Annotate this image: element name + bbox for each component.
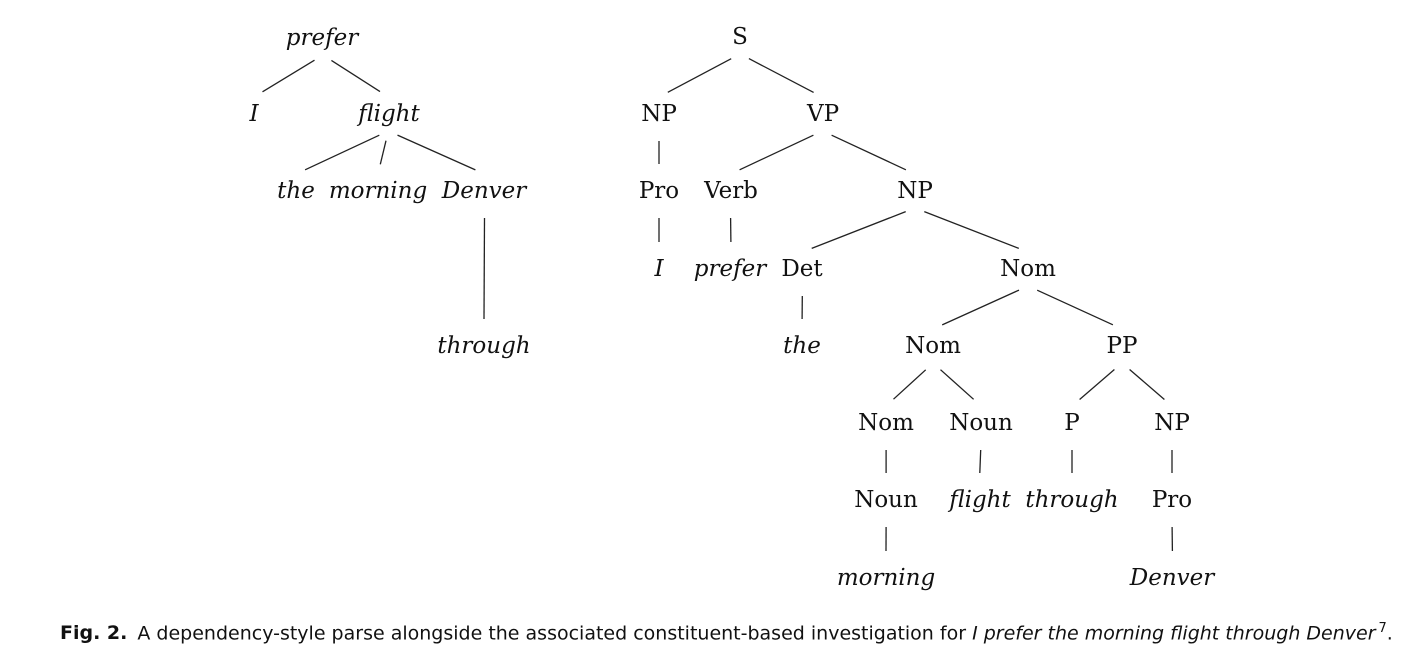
- con-word-morning: morning: [837, 565, 935, 591]
- dep-node-I: I: [248, 101, 259, 127]
- con-node-Noun: Noun: [854, 487, 918, 513]
- con-node-Verb: Verb: [703, 178, 758, 204]
- tree-edge-d_flight-d_morning: [379, 140, 387, 165]
- tree-edge-c_S-c_VP: [748, 58, 814, 93]
- caption-text: A dependency-style parse alongside the a…: [137, 622, 967, 645]
- dep-node-flight: flight: [356, 101, 420, 127]
- con-node-Pro: Pro: [639, 178, 679, 204]
- tree-edges: [262, 58, 1174, 552]
- con-node-Pro: Pro: [1152, 487, 1192, 513]
- con-node-S: S: [732, 24, 748, 50]
- con-word-Denver: Denver: [1129, 565, 1216, 591]
- tree-edge-c_Nom2-c_Noun1: [940, 369, 975, 400]
- con-word-I: I: [653, 256, 664, 282]
- con-node-PP: PP: [1107, 333, 1138, 359]
- tree-edge-d_flight-d_the: [304, 134, 380, 171]
- con-node-VP: VP: [806, 101, 839, 127]
- tree-edge-d_flight-d_Denver: [397, 134, 476, 171]
- dep-node-through: through: [437, 333, 530, 359]
- tree-edge-c_VP-c_Verb: [739, 134, 814, 171]
- tree-edge-c_Nom1-c_PP: [1036, 289, 1114, 326]
- dep-node-morning: morning: [329, 178, 427, 204]
- con-word-through: through: [1025, 487, 1118, 513]
- constituent-tree: S NP VP Pro I Verb prefer NP Det the Nom…: [639, 24, 1216, 591]
- tree-edge-c_Nom2-c_Nom3: [893, 369, 927, 400]
- con-node-NP: NP: [1154, 410, 1190, 436]
- con-node-P: P: [1064, 410, 1079, 436]
- tree-edge-d_prefer-d_flight: [331, 59, 381, 93]
- dep-node-the: the: [277, 178, 315, 204]
- dep-node-prefer: prefer: [286, 25, 360, 51]
- tree-edge-c_S-c_NP1: [667, 58, 732, 93]
- dependency-tree: prefer I flight the morning Denver throu…: [248, 25, 530, 359]
- con-node-Nom: Nom: [858, 410, 914, 436]
- tree-edge-c_NP2-c_Nom1: [924, 210, 1020, 250]
- con-node-Det: Det: [781, 256, 823, 282]
- figure-caption: Fig. 2. A dependency-style parse alongsid…: [60, 621, 1400, 644]
- dep-node-Denver: Denver: [441, 178, 528, 204]
- tree-edge-c_VP-c_NP2: [831, 134, 907, 171]
- con-word-prefer: prefer: [694, 256, 768, 282]
- caption-end: .: [1386, 622, 1393, 645]
- con-word-the: the: [783, 333, 821, 359]
- caption-sentence: I prefer the morning flight through Denv…: [972, 622, 1376, 645]
- con-node-NP: NP: [641, 101, 677, 127]
- tree-edge-c_Noun1-c_flight: [979, 449, 982, 474]
- tree-edge-d_prefer-d_I: [262, 59, 315, 93]
- tree-edge-c_NP2-c_Det: [811, 210, 906, 250]
- con-node-NP: NP: [897, 178, 933, 204]
- con-node-Nom: Nom: [1000, 256, 1056, 282]
- con-node-Noun: Noun: [949, 410, 1013, 436]
- con-word-flight: flight: [947, 487, 1011, 513]
- con-node-Nom: Nom: [905, 333, 961, 359]
- tree-edge-d_Denver-d_through: [483, 217, 486, 320]
- caption-label: Fig. 2.: [60, 622, 128, 645]
- tree-edge-c_Nom1-c_Nom2: [941, 289, 1020, 326]
- tree-edge-c_PP-c_P: [1079, 369, 1115, 400]
- tree-edge-c_PP-c_NP3: [1129, 369, 1165, 400]
- caption-footnote: 7: [1378, 621, 1387, 636]
